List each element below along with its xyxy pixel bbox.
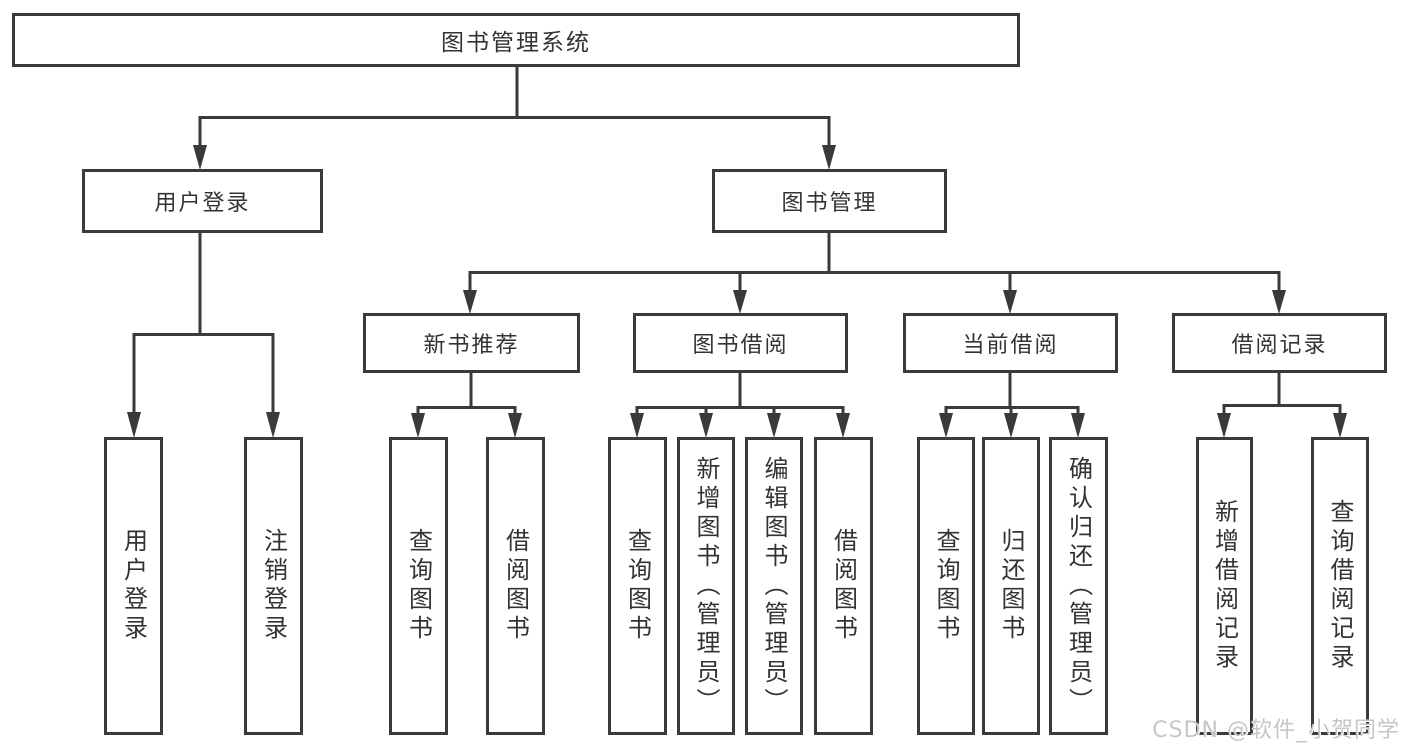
leaf-edit-books-admin: 编辑图书（管理员） — [745, 437, 803, 735]
leaf-label: 新增借阅记录 — [1210, 499, 1239, 673]
leaf-logout: 注销登录 — [244, 437, 303, 735]
leaf-confirm-return-admin: 确认归还（管理员） — [1049, 437, 1108, 735]
node-library-management-system: 图书管理系统 — [12, 13, 1020, 67]
node-book-borrowing: 图书借阅 — [633, 313, 848, 373]
leaf-label: 新增图书（管理员） — [692, 455, 720, 717]
leaf-query-books-borrowing: 查询图书 — [608, 437, 667, 735]
leaf-borrow-books: 借阅图书 — [814, 437, 873, 735]
node-user-login: 用户登录 — [82, 169, 323, 233]
leaf-return-books: 归还图书 — [982, 437, 1040, 735]
leaf-user-login: 用户登录 — [104, 437, 163, 735]
leaf-label: 注销登录 — [259, 528, 288, 644]
leaf-label: 用户登录 — [119, 528, 148, 644]
leaf-label: 查询图书 — [932, 528, 960, 644]
leaf-label: 借阅图书 — [501, 528, 530, 644]
node-current-borrowing: 当前借阅 — [903, 313, 1118, 373]
leaf-add-books-admin: 新增图书（管理员） — [677, 437, 735, 735]
leaf-label: 查询图书 — [404, 528, 433, 644]
leaf-label: 借阅图书 — [829, 528, 858, 644]
leaf-label: 确认归还（管理员） — [1064, 455, 1093, 717]
leaf-label: 归还图书 — [997, 528, 1025, 644]
node-book-management: 图书管理 — [712, 169, 947, 233]
leaf-query-borrow-record: 查询借阅记录 — [1311, 437, 1369, 735]
leaf-label: 查询图书 — [623, 528, 652, 644]
node-borrowing-records: 借阅记录 — [1172, 313, 1387, 373]
leaf-label: 编辑图书（管理员） — [760, 455, 788, 717]
leaf-borrow-books-recommendation: 借阅图书 — [486, 437, 545, 735]
leaf-query-books-recommendation: 查询图书 — [389, 437, 448, 735]
leaf-label: 查询借阅记录 — [1326, 499, 1354, 673]
leaf-query-books-current: 查询图书 — [917, 437, 975, 735]
leaf-add-borrow-record: 新增借阅记录 — [1196, 437, 1253, 735]
node-new-book-recommendation: 新书推荐 — [363, 313, 580, 373]
